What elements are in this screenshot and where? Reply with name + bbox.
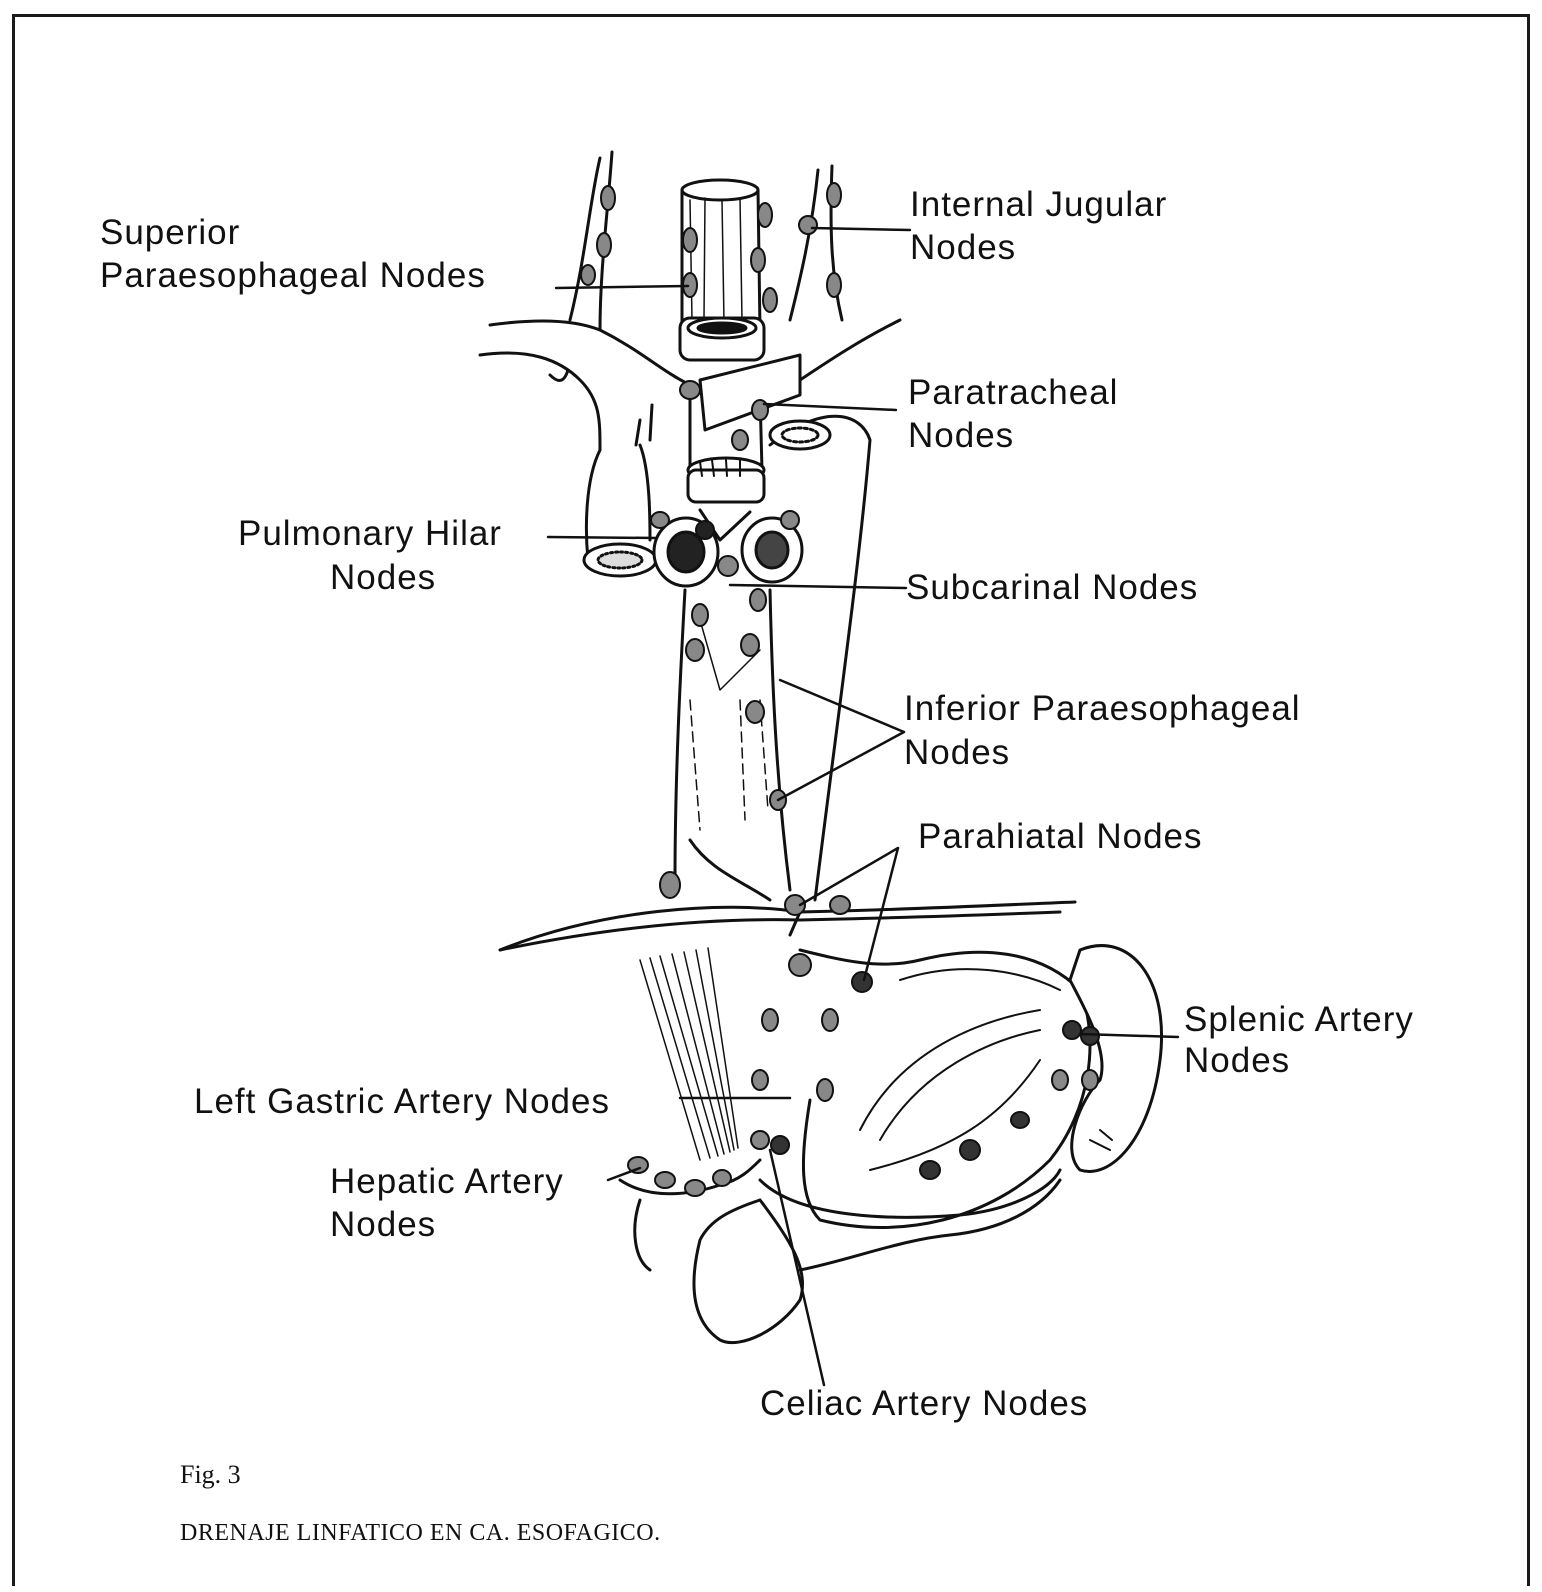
label-internal-jugular-line1: Internal Jugular xyxy=(910,183,1167,226)
label-inferior-paraesophageal-line1: Inferior Paraesophageal xyxy=(904,687,1301,730)
label-superior-paraesophageal-line1: Superior xyxy=(100,211,240,254)
label-paratracheal-line1: Paratracheal xyxy=(908,371,1118,414)
esophagus-upper xyxy=(680,180,764,360)
label-hepatic-artery-line1: Hepatic Artery xyxy=(330,1160,564,1203)
esophagus-lower xyxy=(675,590,790,900)
label-superior-paraesophageal-line2: Paraesophageal Nodes xyxy=(100,254,486,297)
spleen xyxy=(1070,946,1162,1172)
label-hepatic-artery-line2: Nodes xyxy=(330,1203,436,1246)
label-pulmonary-hilar-line2: Nodes xyxy=(330,556,436,599)
label-parahiatal: Parahiatal Nodes xyxy=(918,815,1203,858)
figure-number: Fig. 3 xyxy=(180,1460,241,1490)
aortic-arch xyxy=(770,416,870,900)
figure-caption: DRENAJE LINFATICO EN CA. ESOFAGICO. xyxy=(180,1520,661,1547)
left-pulmonary-vessel xyxy=(584,445,656,576)
label-inferior-paraesophageal-line2: Nodes xyxy=(904,731,1010,774)
label-internal-jugular-line2: Nodes xyxy=(910,226,1016,269)
label-splenic-artery-line2: Nodes xyxy=(1184,1039,1290,1082)
diaphragmatic-crus xyxy=(640,948,738,1160)
label-paratracheal-line2: Nodes xyxy=(908,414,1014,457)
label-subcarinal: Subcarinal Nodes xyxy=(906,566,1198,609)
label-celiac-artery: Celiac Artery Nodes xyxy=(760,1382,1088,1425)
label-left-gastric-artery: Left Gastric Artery Nodes xyxy=(194,1080,610,1123)
label-splenic-artery-line1: Splenic Artery xyxy=(1184,998,1414,1041)
label-pulmonary-hilar-line1: Pulmonary Hilar xyxy=(238,512,502,555)
